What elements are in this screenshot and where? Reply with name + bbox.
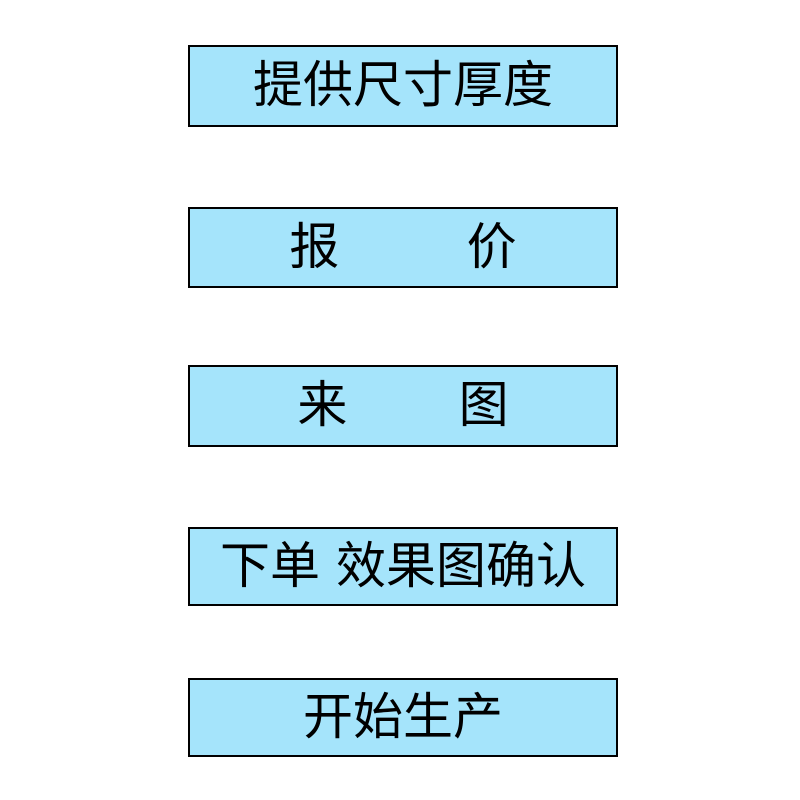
flow-node-start-production[interactable]: 开始生产 (188, 678, 618, 757)
flow-node-quotation[interactable]: 报 价 (188, 207, 618, 288)
flow-node-submit-drawing[interactable]: 来 图 (188, 365, 618, 447)
flow-node-label: 来 图 (297, 376, 509, 434)
flow-node-provide-dimensions-thickness[interactable]: 提供尺寸厚度 (188, 45, 618, 127)
flow-node-label: 报 价 (289, 217, 517, 276)
flow-node-label: 开始生产 (303, 687, 503, 746)
flow-node-place-order-render-confirmation[interactable]: 下单 效果图确认 (188, 527, 618, 606)
flow-node-label: 下单 效果图确认 (220, 536, 586, 595)
flow-node-label: 提供尺寸厚度 (253, 56, 553, 114)
